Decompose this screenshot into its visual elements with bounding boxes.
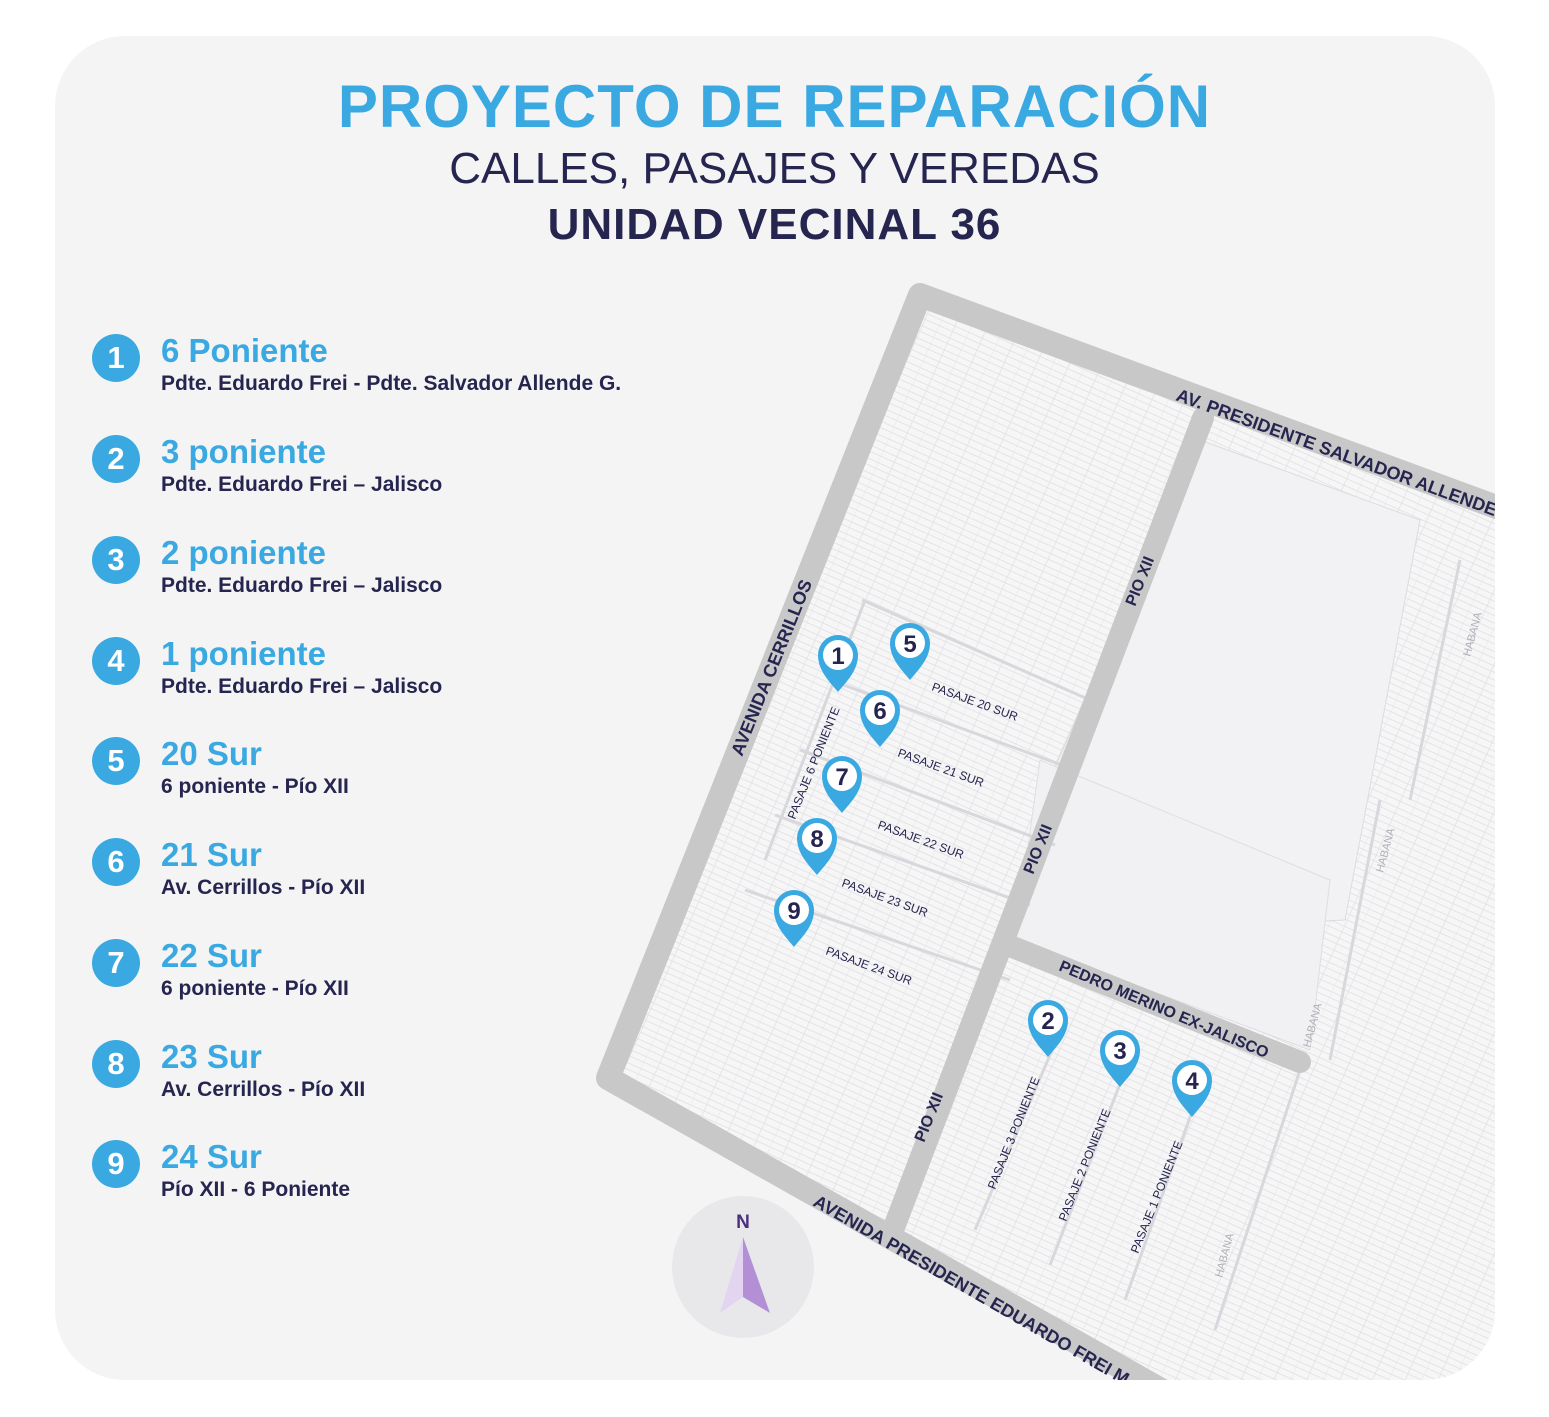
- legend-street: 2 poniente: [161, 534, 327, 571]
- legend-street: 24 Sur: [161, 1138, 262, 1175]
- marker-number: 1: [831, 643, 844, 670]
- compass-north-label: N: [736, 1212, 750, 1233]
- legend-street: 20 Sur: [161, 735, 262, 772]
- legend-badge: 5: [92, 737, 140, 785]
- main-roads: [596, 283, 1495, 1380]
- legend-street: 1 poniente: [161, 635, 327, 672]
- legend-badge: 1: [92, 334, 140, 382]
- legend-badge: 3: [92, 536, 140, 584]
- legend-street: 21 Sur: [161, 836, 262, 873]
- legend-item[interactable]: 9 24 Sur Pío XII - 6 Poniente: [92, 1138, 732, 1228]
- map-marker-2[interactable]: 2: [1028, 1000, 1068, 1057]
- page-subtitle: CALLES, PASAJES Y VEREDAS: [449, 144, 1100, 193]
- legend-item[interactable]: 1 6 Poniente Pdte. Eduardo Frei - Pdte. …: [92, 332, 732, 422]
- map-marker-1[interactable]: 1: [818, 635, 858, 692]
- map-markers: 1 2 3 4 5 6 7: [774, 623, 1212, 1117]
- legend-item[interactable]: 4 1 poniente Pdte. Eduardo Frei – Jalisc…: [92, 635, 732, 725]
- map-marker-3[interactable]: 3: [1100, 1030, 1140, 1087]
- legend-range: Pío XII - 6 Poniente: [161, 1178, 351, 1201]
- compass: N: [672, 1196, 814, 1338]
- marker-number: 5: [903, 631, 916, 658]
- legend-item[interactable]: 3 2 poniente Pdte. Eduardo Frei – Jalisc…: [92, 534, 732, 624]
- legend-range: 6 poniente - Pío XII: [161, 775, 349, 798]
- map-marker-9[interactable]: 9: [774, 890, 814, 947]
- map-marker-8[interactable]: 8: [797, 818, 837, 875]
- legend-range: Pdte. Eduardo Frei – Jalisco: [161, 574, 443, 597]
- legend-range: Av. Cerrillos - Pío XII: [161, 876, 366, 899]
- map-marker-6[interactable]: 6: [860, 690, 900, 747]
- legend-badge: 2: [92, 435, 140, 483]
- legend-street: 6 Poniente: [161, 332, 328, 369]
- legend-range: Pdte. Eduardo Frei - Pdte. Salvador Alle…: [161, 372, 622, 395]
- legend-item[interactable]: 2 3 poniente Pdte. Eduardo Frei – Jalisc…: [92, 433, 732, 523]
- legend-item[interactable]: 5 20 Sur 6 poniente - Pío XII: [92, 735, 732, 825]
- unit-title: UNIDAD VECINAL 36: [547, 200, 1002, 249]
- marker-number: 9: [787, 898, 800, 925]
- legend-badge: 9: [92, 1140, 140, 1188]
- compass-needle-icon: [720, 1237, 743, 1313]
- legend-street: 23 Sur: [161, 1038, 262, 1075]
- page-title: PROYECTO DE REPARACIÓN: [337, 73, 1212, 140]
- map-marker-5[interactable]: 5: [890, 623, 930, 680]
- legend-range: Av. Cerrillos - Pío XII: [161, 1078, 366, 1101]
- marker-number: 2: [1041, 1008, 1054, 1035]
- legend-badge: 7: [92, 939, 140, 987]
- legend-item[interactable]: 8 23 Sur Av. Cerrillos - Pío XII: [92, 1038, 732, 1128]
- legend-badge: 4: [92, 637, 140, 685]
- legend-badge: 6: [92, 838, 140, 886]
- map-marker-7[interactable]: 7: [822, 756, 862, 813]
- legend-badge: 8: [92, 1040, 140, 1088]
- legend-range: Pdte. Eduardo Frei – Jalisco: [161, 473, 443, 496]
- marker-number: 6: [873, 698, 886, 725]
- marker-number: 8: [810, 826, 823, 853]
- legend-street: 22 Sur: [161, 937, 262, 974]
- map-marker-4[interactable]: 4: [1172, 1060, 1212, 1117]
- marker-number: 3: [1113, 1038, 1126, 1065]
- legend-item[interactable]: 6 21 Sur Av. Cerrillos - Pío XII: [92, 836, 732, 926]
- legend-item[interactable]: 7 22 Sur 6 poniente - Pío XII: [92, 937, 732, 1027]
- marker-number: 4: [1185, 1068, 1199, 1095]
- legend-range: Pdte. Eduardo Frei – Jalisco: [161, 675, 443, 698]
- legend-street: 3 poniente: [161, 433, 327, 470]
- legend-range: 6 poniente - Pío XII: [161, 977, 349, 1000]
- marker-number: 7: [835, 764, 848, 791]
